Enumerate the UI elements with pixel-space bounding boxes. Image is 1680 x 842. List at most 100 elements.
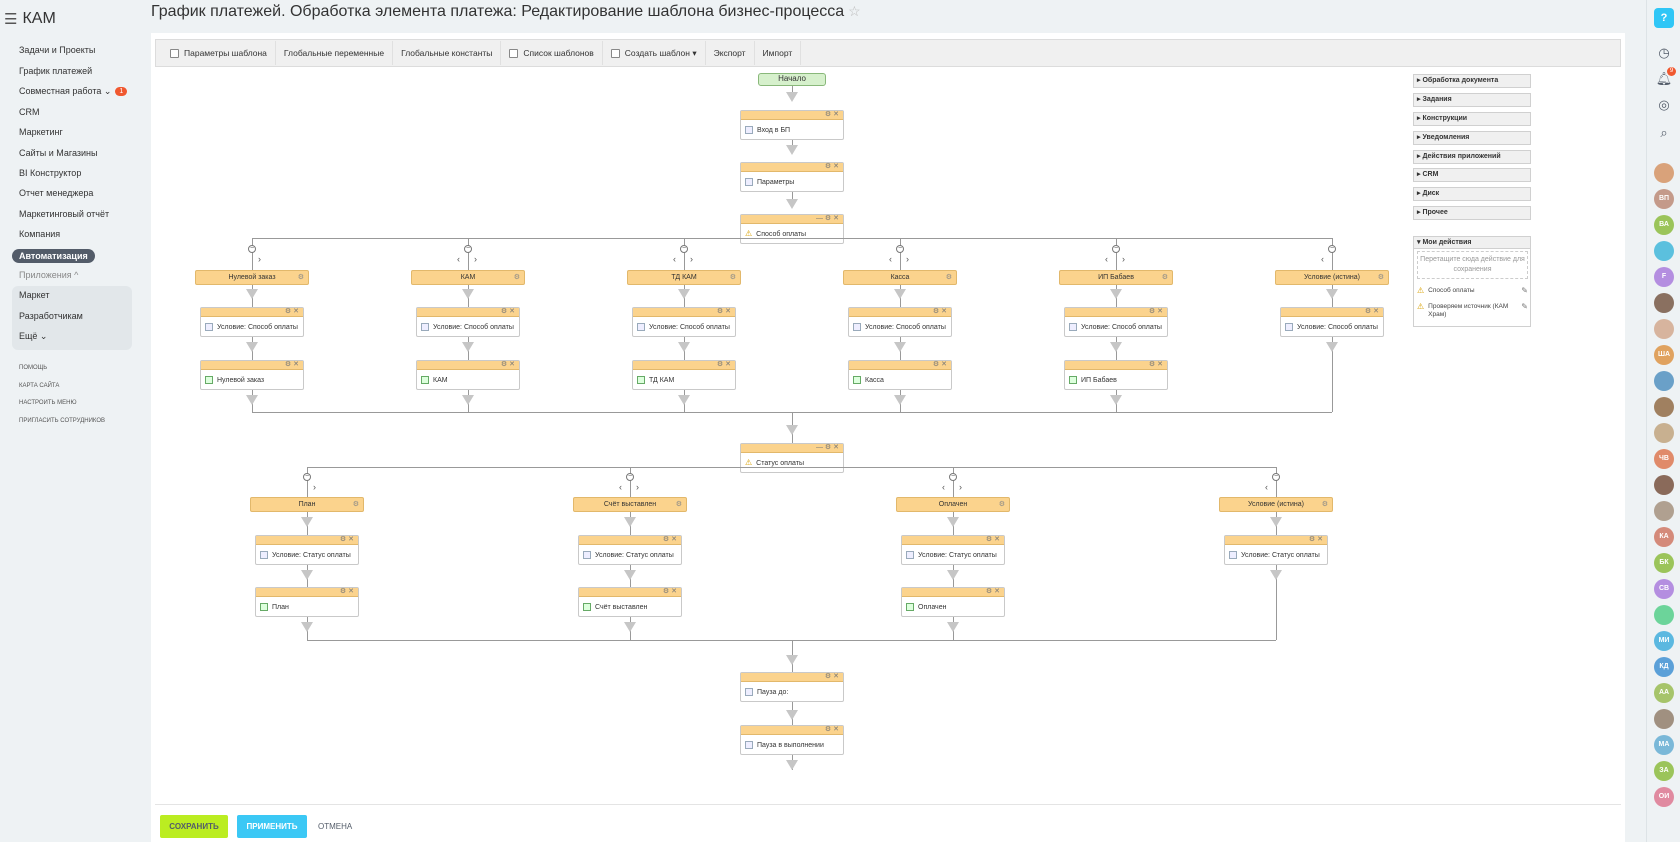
branch-settings-icon[interactable]: ⚙ xyxy=(352,501,359,508)
move-left-icon[interactable]: ‹ xyxy=(457,254,460,264)
activity-settings-close-icon[interactable]: ⚙ ✕ xyxy=(824,163,839,170)
drop-point-arrow-icon[interactable] xyxy=(678,395,690,405)
move-left-icon[interactable]: ‹ xyxy=(1265,482,1268,492)
sidebar-footer-link[interactable]: ПРИГЛАСИТЬ СОТРУДНИКОВ xyxy=(19,418,106,424)
branch-condition[interactable]: Нулевой заказ⚙ xyxy=(195,270,309,285)
branch-condition[interactable]: КАМ⚙ xyxy=(411,270,525,285)
user-avatar[interactable] xyxy=(1654,371,1674,391)
drop-point-arrow-icon[interactable] xyxy=(786,760,798,770)
user-avatar[interactable] xyxy=(1654,709,1674,729)
drop-point-arrow-icon[interactable] xyxy=(624,622,636,632)
palette-drop-zone[interactable]: Перетащите сюда действие для сохранения xyxy=(1417,251,1528,279)
activity-settings-close-icon[interactable]: ⚙ ✕ xyxy=(824,111,839,118)
activity-settings-close-icon[interactable]: ⚙ ✕ xyxy=(662,536,677,543)
sidebar-item-7[interactable]: Отчет менеджера xyxy=(19,188,93,198)
user-avatar[interactable]: МА xyxy=(1654,735,1674,755)
drop-point-arrow-icon[interactable] xyxy=(462,395,474,405)
branch-condition[interactable]: Касса⚙ xyxy=(843,270,957,285)
activity-settings-close-icon[interactable]: ⚙ ✕ xyxy=(932,308,947,315)
move-left-icon[interactable]: ‹ xyxy=(673,254,676,264)
drop-point-arrow-icon[interactable] xyxy=(786,655,798,665)
branch-condition[interactable]: Счёт выставлен⚙ xyxy=(573,497,687,512)
palette-group-3[interactable]: ▸ Уведомления xyxy=(1413,131,1531,145)
activity-settings-close-icon[interactable]: ⚙ ✕ xyxy=(985,588,1000,595)
activity-block[interactable]: ⚙ ✕Нулевой заказ xyxy=(200,360,304,390)
branch-settings-icon[interactable]: ⚙ xyxy=(945,274,952,281)
user-avatar[interactable]: ЗА xyxy=(1654,761,1674,781)
activity-block[interactable]: — ⚙ ✕⚠Способ оплаты xyxy=(740,214,844,244)
branch-remove-icon[interactable]: − xyxy=(896,245,904,253)
drop-point-arrow-icon[interactable] xyxy=(1270,517,1282,527)
branch-settings-icon[interactable]: ⚙ xyxy=(729,274,736,281)
activity-block[interactable]: ⚙ ✕Условие: Статус оплаты xyxy=(901,535,1005,565)
activity-block[interactable]: ⚙ ✕ТД КАМ xyxy=(632,360,736,390)
branch-remove-icon[interactable]: − xyxy=(464,245,472,253)
sidebar-item-12[interactable]: Маркет xyxy=(19,290,49,300)
branch-settings-icon[interactable]: ⚙ xyxy=(1321,501,1328,508)
drop-point-arrow-icon[interactable] xyxy=(301,570,313,580)
activity-settings-close-icon[interactable]: ⚙ ✕ xyxy=(1148,308,1163,315)
user-avatar[interactable]: ЧВ xyxy=(1654,449,1674,469)
move-left-icon[interactable]: ‹ xyxy=(1105,254,1108,264)
activity-settings-close-icon[interactable]: ⚙ ✕ xyxy=(716,308,731,315)
drop-point-arrow-icon[interactable] xyxy=(1110,395,1122,405)
move-right-icon[interactable]: › xyxy=(1122,254,1125,264)
drop-point-arrow-icon[interactable] xyxy=(624,517,636,527)
activity-block[interactable]: ⚙ ✕Счёт выставлен xyxy=(578,587,682,617)
user-avatar[interactable]: МИ xyxy=(1654,631,1674,651)
branch-remove-icon[interactable]: − xyxy=(680,245,688,253)
drop-point-arrow-icon[interactable] xyxy=(624,570,636,580)
user-avatar[interactable]: ОИ xyxy=(1654,787,1674,807)
sidebar-item-6[interactable]: BI Конструктор xyxy=(19,168,81,178)
toolbar-button-1[interactable]: Глобальные переменные xyxy=(276,41,394,65)
palette-group-6[interactable]: ▸ Диск xyxy=(1413,187,1531,201)
drop-point-arrow-icon[interactable] xyxy=(462,342,474,352)
branch-condition[interactable]: ТД КАМ⚙ xyxy=(627,270,741,285)
activity-block[interactable]: ⚙ ✕КАМ xyxy=(416,360,520,390)
activity-settings-close-icon[interactable]: ⚙ ✕ xyxy=(1148,361,1163,368)
activity-block[interactable]: ⚙ ✕Условие: Статус оплаты xyxy=(255,535,359,565)
edit-pencil-icon[interactable]: ✎ xyxy=(1521,302,1528,311)
drop-point-arrow-icon[interactable] xyxy=(947,517,959,527)
branch-remove-icon[interactable]: − xyxy=(1328,245,1336,253)
branch-remove-icon[interactable]: − xyxy=(949,473,957,481)
user-avatar[interactable] xyxy=(1654,397,1674,417)
notifications-bell-icon[interactable]: 🔔︎9 xyxy=(1655,67,1676,88)
sidebar-item-5[interactable]: Сайты и Магазины xyxy=(19,148,97,158)
sidebar-item-4[interactable]: Маркетинг xyxy=(19,127,63,137)
move-left-icon[interactable]: ‹ xyxy=(942,482,945,492)
branch-settings-icon[interactable]: ⚙ xyxy=(513,274,520,281)
drop-point-arrow-icon[interactable] xyxy=(301,622,313,632)
activity-settings-close-icon[interactable]: ⚙ ✕ xyxy=(716,361,731,368)
drop-point-arrow-icon[interactable] xyxy=(1270,570,1282,580)
move-right-icon[interactable]: › xyxy=(258,254,261,264)
drop-point-arrow-icon[interactable] xyxy=(678,342,690,352)
activity-block[interactable]: ⚙ ✕Условие: Способ оплаты xyxy=(1064,307,1168,337)
menu-burger-icon[interactable]: ☰ xyxy=(4,10,18,28)
activity-settings-close-icon[interactable]: ⚙ ✕ xyxy=(1308,536,1323,543)
drop-point-arrow-icon[interactable] xyxy=(894,342,906,352)
user-avatar[interactable]: БК xyxy=(1654,553,1674,573)
toolbar-button-6[interactable]: Импорт xyxy=(755,41,802,65)
palette-group-2[interactable]: ▸ Конструкции xyxy=(1413,112,1531,126)
activity-settings-close-icon[interactable]: ⚙ ✕ xyxy=(339,588,354,595)
user-avatar[interactable]: ША xyxy=(1654,345,1674,365)
activity-block[interactable]: ⚙ ✕ИП Бабаев xyxy=(1064,360,1168,390)
branch-settings-icon[interactable]: ⚙ xyxy=(675,501,682,508)
user-avatar[interactable]: F xyxy=(1654,267,1674,287)
drop-point-arrow-icon[interactable] xyxy=(678,289,690,299)
sidebar-item-14[interactable]: Ещё ⌄ xyxy=(19,331,47,342)
activity-block[interactable]: ⚙ ✕Условие: Статус оплаты xyxy=(578,535,682,565)
activity-block[interactable]: ⚙ ✕Вход в БП xyxy=(740,110,844,140)
drop-point-arrow-icon[interactable] xyxy=(301,517,313,527)
activity-settings-close-icon[interactable]: — ⚙ ✕ xyxy=(815,444,839,451)
move-right-icon[interactable]: › xyxy=(906,254,909,264)
activity-settings-close-icon[interactable]: ⚙ ✕ xyxy=(1364,308,1379,315)
branch-settings-icon[interactable]: ⚙ xyxy=(297,274,304,281)
sidebar-item-0[interactable]: Задачи и Проекты xyxy=(19,45,95,55)
user-avatar[interactable] xyxy=(1654,475,1674,495)
sidebar-item-10[interactable]: Автоматизация xyxy=(12,249,95,263)
user-avatar[interactable] xyxy=(1654,163,1674,183)
user-avatar[interactable]: КА xyxy=(1654,527,1674,547)
apply-button[interactable]: ПРИМЕНИТЬ xyxy=(237,815,307,838)
